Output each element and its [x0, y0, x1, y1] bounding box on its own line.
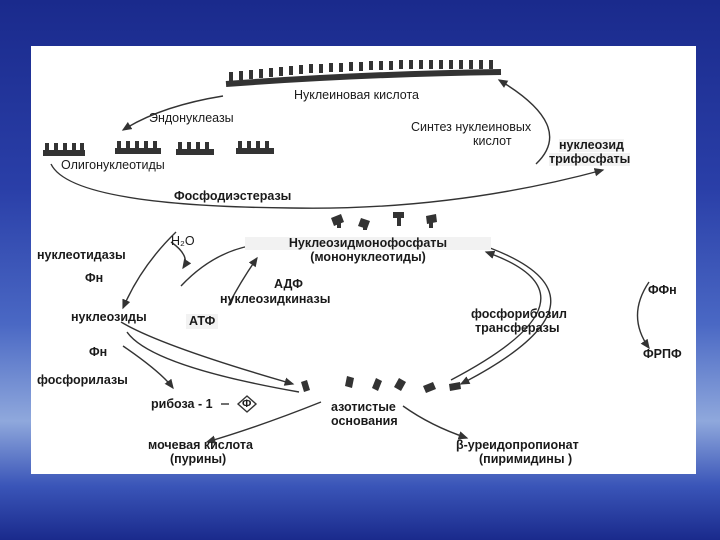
label-phosphate: Ф: [242, 398, 252, 410]
label-phosphorylases: фосфорилазы: [37, 373, 128, 387]
arrow-kinase-line: [180, 245, 250, 287]
label-frpf: ФРПФ: [643, 347, 682, 361]
arrow-transferase-out: [459, 243, 552, 385]
arrow-nucleotidase: [122, 231, 177, 310]
label-uric-acid-1: мочевая кислота: [148, 438, 253, 452]
label-prt-1: фосфорибозил: [471, 307, 567, 321]
label-ffn: ФФн: [648, 283, 677, 297]
label-synthesis-2: кислот: [473, 134, 512, 148]
arrow-h2o-fn: [170, 241, 192, 270]
label-ureido-2: (пиримидины ): [479, 452, 573, 466]
arrow-synthesis: [497, 79, 551, 165]
mononucleotide-shapes: [331, 212, 437, 230]
arrow-uric-acid: [205, 401, 322, 444]
arrow-transferase-in: [450, 250, 542, 381]
phosphate-diamond: [236, 395, 258, 413]
arrow-kinase: [228, 256, 258, 305]
label-uric-acid-2: (пурины): [170, 452, 227, 466]
label-h2o: H₂O: [171, 234, 195, 248]
label-fn-1: Фн: [85, 271, 104, 285]
label-bases-1: азотистые: [331, 400, 396, 414]
label-nmp-2: (мононуклеотиды): [310, 250, 426, 264]
label-nucleoside-kinases: нуклеозидкиназы: [220, 292, 331, 306]
label-nucleosides: нуклеозиды: [71, 310, 147, 324]
oligonucleotide-fragments: [43, 141, 274, 156]
arrow-ureido: [402, 405, 469, 440]
arrow-phosphorylase-back: [126, 331, 300, 393]
label-atp: АТФ: [186, 314, 219, 329]
label-nucleic-acid: Нуклеиновая кислота: [294, 88, 420, 102]
diagram-graphics: [43, 60, 650, 444]
label-bases-2: основания: [331, 414, 398, 428]
label-oligonucleotides: Олигонуклеотиды: [61, 158, 165, 172]
label-nucleotidases: нуклеотидазы: [37, 248, 126, 262]
label-prt-2: трансферазы: [475, 321, 560, 335]
diagram-slide: Нуклеиновая кислота Эндонуклеазы Олигону…: [31, 46, 696, 474]
nucleic-acid-strand: [225, 60, 502, 87]
arrow-fn: [122, 345, 174, 390]
arrow-phosphorylase: [120, 321, 295, 386]
label-nucleoside-tp-1: нуклеозид: [559, 138, 624, 152]
label-nucleoside-tp-2: трифосфаты: [549, 152, 631, 166]
label-endonucleases: Эндонуклеазы: [149, 111, 234, 125]
label-adp: АДФ: [274, 277, 303, 291]
label-phosphodiesterases: Фосфодиэстеразы: [174, 189, 292, 203]
label-ribose1: рибоза - 1: [151, 397, 213, 411]
label-fn-2: Фн: [89, 345, 108, 359]
label-nmp-1: Нуклеозидмонофосфаты: [245, 237, 491, 250]
arrow-endonucleases: [121, 95, 224, 131]
label-synthesis-1: Синтез нуклеиновых: [411, 120, 532, 134]
base-shapes: [301, 376, 461, 393]
arrow-phosphodiesterases: [50, 163, 605, 209]
arrow-prpp: [636, 281, 650, 350]
label-ureido-1: β-уреидопропионат: [456, 438, 579, 452]
